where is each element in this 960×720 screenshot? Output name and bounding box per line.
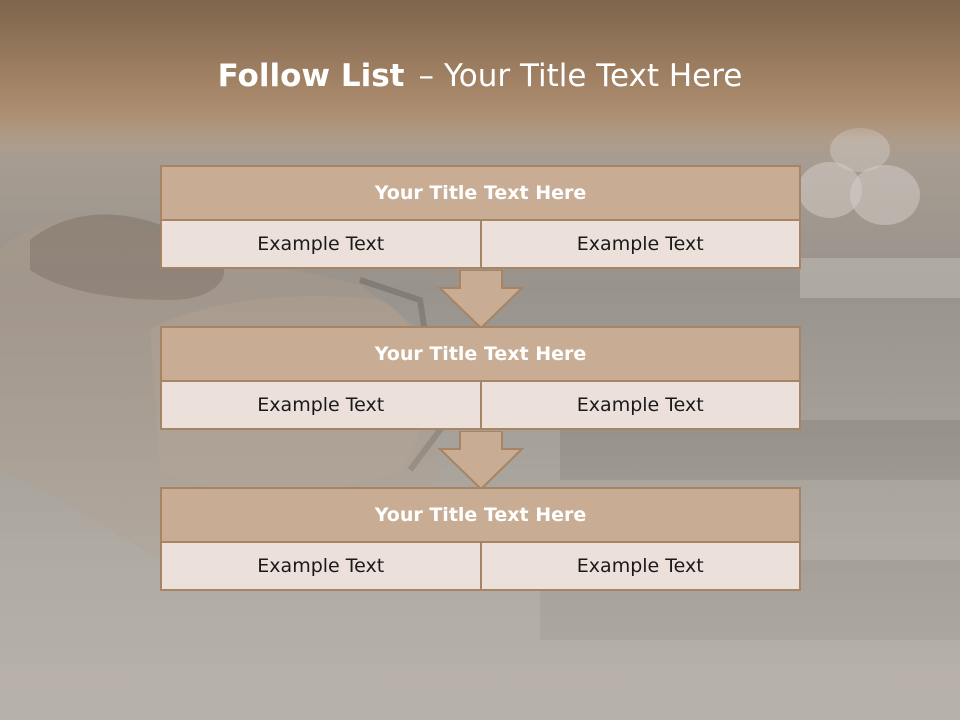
down-arrow-icon [438, 431, 524, 491]
block-title: Your Title Text Here [160, 326, 801, 382]
title-separator: – [418, 58, 434, 94]
down-arrow-icon [438, 270, 524, 330]
page-title: Follow List–Your Title Text Here [0, 54, 960, 98]
block-cell-left: Example Text [160, 541, 482, 591]
block-cell-right: Example Text [479, 380, 801, 430]
block-cell-left: Example Text [160, 219, 482, 269]
title-band [0, 0, 960, 140]
title-bold: Follow List [217, 58, 405, 94]
block-row: Example Text Example Text [160, 380, 801, 430]
list-block-2: Your Title Text Here Example Text Exampl… [160, 326, 801, 430]
title-rest: Your Title Text Here [443, 58, 743, 94]
block-title: Your Title Text Here [160, 487, 801, 543]
block-title: Your Title Text Here [160, 165, 801, 221]
list-block-3: Your Title Text Here Example Text Exampl… [160, 487, 801, 591]
block-row: Example Text Example Text [160, 541, 801, 591]
list-block-1: Your Title Text Here Example Text Exampl… [160, 165, 801, 269]
block-cell-right: Example Text [479, 541, 801, 591]
block-row: Example Text Example Text [160, 219, 801, 269]
block-cell-left: Example Text [160, 380, 482, 430]
block-cell-right: Example Text [479, 219, 801, 269]
